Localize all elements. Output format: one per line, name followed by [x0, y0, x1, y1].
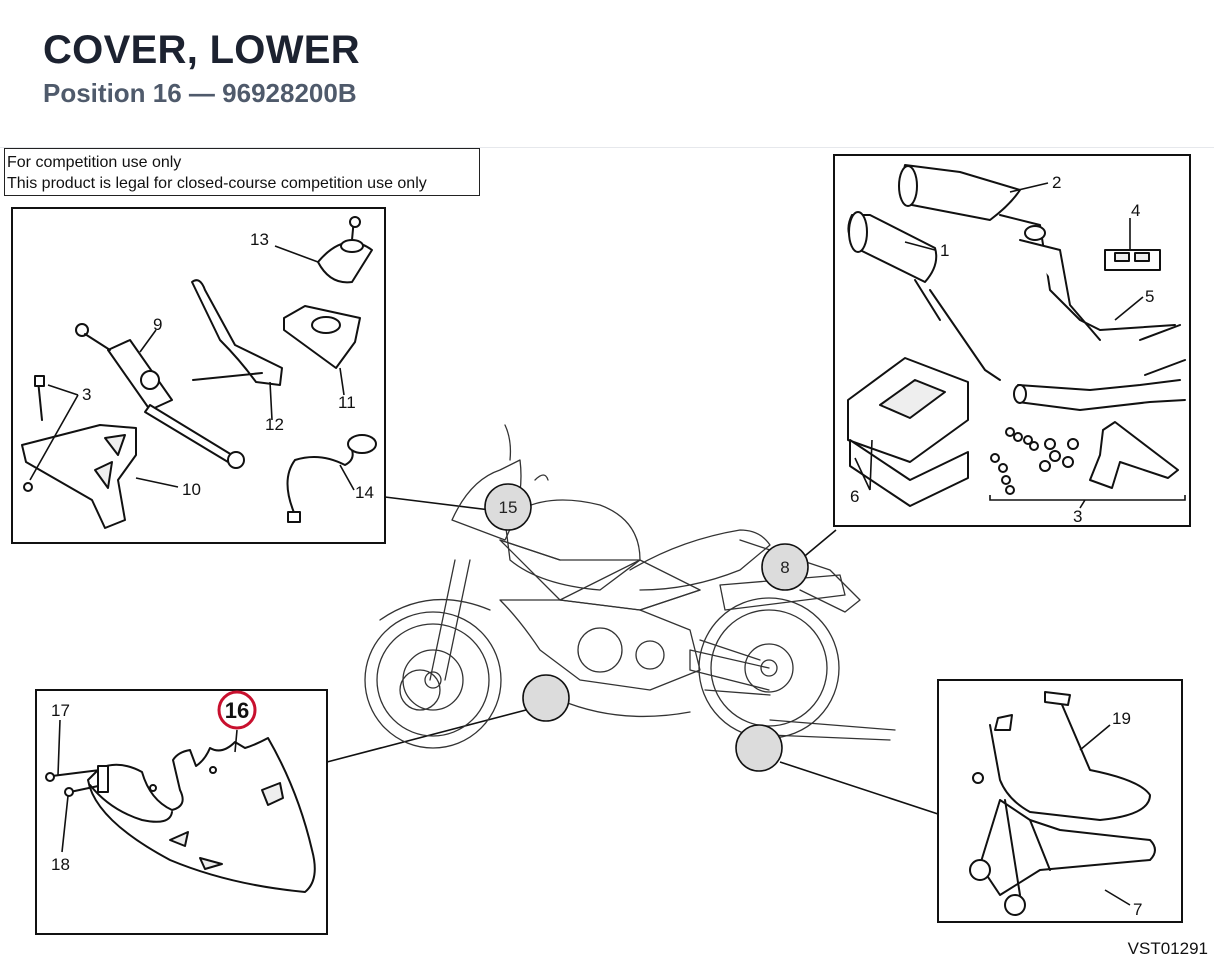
label-5: 5 — [1145, 287, 1154, 306]
page-title: COVER, LOWER — [43, 28, 360, 72]
hotspot-15-label: 15 — [499, 498, 518, 517]
part-13 — [317, 241, 373, 284]
page-subtitle: Position 16 — 96928200B — [43, 78, 357, 108]
label-10: 10 — [182, 480, 201, 499]
label-3-top-left: 3 — [82, 385, 91, 404]
part-17 — [51, 769, 101, 777]
part-10 — [21, 424, 137, 529]
part-12 — [191, 279, 283, 386]
label-9: 9 — [153, 315, 162, 334]
label-17: 17 — [51, 701, 70, 720]
notice-line-1: For competition use only — [7, 154, 182, 171]
hotspot-lower-cover[interactable] — [522, 674, 570, 722]
part-7 — [979, 799, 1156, 896]
part-16 — [87, 737, 316, 893]
notice-line-2: This product is legal for closed-course … — [7, 175, 427, 192]
part-9 — [107, 339, 173, 411]
motorcycle-illustration — [364, 424, 896, 749]
label-7: 7 — [1133, 900, 1142, 919]
label-19: 19 — [1112, 709, 1131, 728]
hotspot-8-label: 8 — [780, 558, 789, 577]
leader-line-15 — [384, 496, 491, 511]
hotspot-15[interactable]: 15 — [484, 483, 532, 531]
part-14 — [286, 449, 354, 516]
label-2: 2 — [1052, 173, 1061, 192]
part-3-hardware — [990, 421, 1179, 495]
diagram-code: VST01291 — [1127, 939, 1208, 958]
panel-lower-cover: 17 18 — [35, 689, 328, 935]
part-5 — [999, 214, 1176, 331]
label-1: 1 — [940, 241, 949, 260]
header-divider — [0, 147, 1214, 148]
selected-callout-label: 16 — [225, 698, 249, 723]
part-4 — [1104, 249, 1161, 271]
panel-exhaust-kit: 2 4 1 5 6 3 — [833, 154, 1191, 527]
selected-callout-16[interactable]: 16 — [217, 690, 257, 730]
leader-line-8 — [799, 529, 837, 561]
leader-line-stand — [779, 761, 939, 815]
label-12: 12 — [265, 415, 284, 434]
competition-notice: For competition use only This product is… — [4, 148, 480, 196]
hotspot-8[interactable]: 8 — [761, 543, 809, 591]
part-19 — [989, 699, 1151, 821]
label-3-top-right: 3 — [1073, 507, 1082, 526]
label-4: 4 — [1131, 201, 1140, 220]
label-14: 14 — [355, 483, 374, 502]
label-13: 13 — [250, 230, 269, 249]
panel-paddock-stand: 19 7 — [937, 679, 1183, 923]
label-6: 6 — [850, 487, 859, 506]
part-11 — [283, 305, 361, 369]
hotspot-paddock-stand[interactable] — [735, 724, 783, 772]
panel-steering-damper: 13 9 3 12 11 10 14 — [11, 207, 386, 544]
label-18: 18 — [51, 855, 70, 874]
label-11: 11 — [338, 393, 356, 412]
